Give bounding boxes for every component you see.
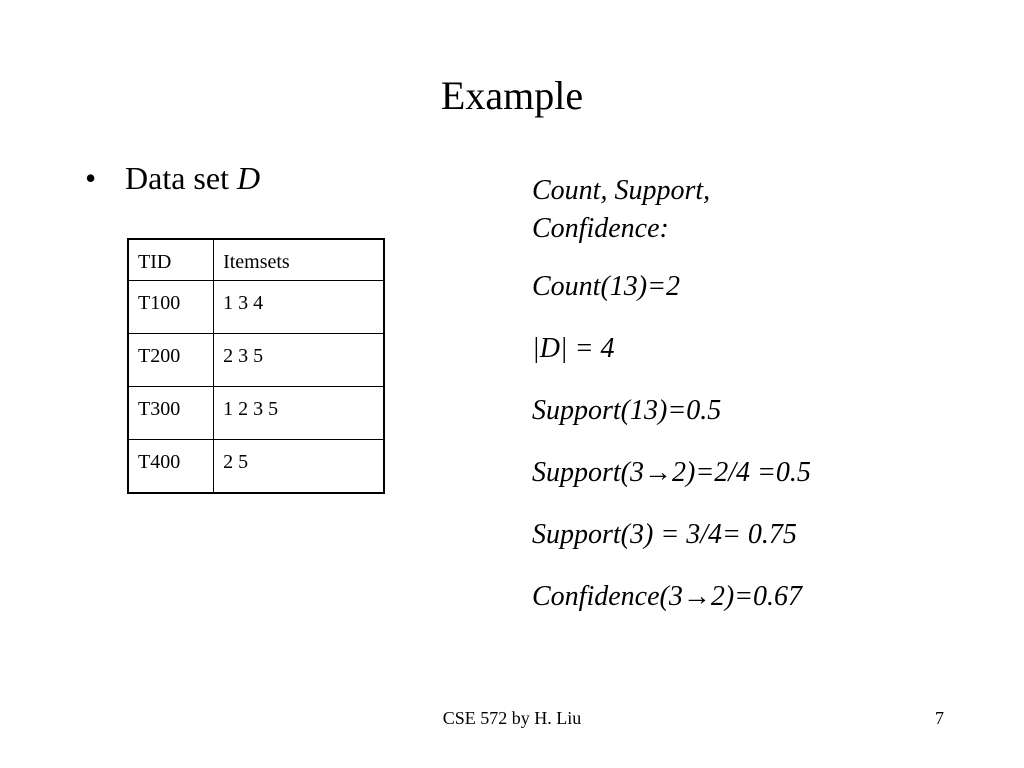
bullet-marker: •	[85, 160, 97, 196]
cell-itemsets: 2 5	[213, 439, 385, 494]
transactions-table: TID Itemsets T100 1 3 4 T200 2 3 5 T300 …	[127, 238, 385, 494]
table-header-row: TID Itemsets	[127, 238, 385, 281]
cell-itemsets: 1 2 3 5	[213, 386, 385, 440]
metrics-notes: Count, Support, Confidence: Count(13)=2 …	[532, 172, 972, 614]
page-number: 7	[935, 708, 944, 728]
note-support-13: Support(13)=0.5	[532, 395, 722, 426]
slide-title: Example	[440, 73, 584, 118]
bullet-text: Data set	[125, 160, 237, 196]
cell-tid: T100	[127, 280, 215, 334]
cell-tid: T300	[127, 386, 215, 440]
header-itemsets: Itemsets	[213, 238, 385, 281]
cell-tid: T400	[127, 439, 215, 494]
note-dataset-size: |D| = 4	[532, 333, 615, 364]
cell-itemsets: 2 3 5	[213, 333, 385, 387]
slide-footer: CSE 572 by H. Liu	[442, 708, 582, 728]
note-count: Count(13)=2	[532, 271, 680, 302]
note-support-3: Support(3) = 3/4= 0.75	[532, 519, 797, 550]
note-support-rule: Support(3→2)=2/4 =0.5	[532, 457, 811, 488]
note-confidence: Confidence(3→2)=0.67	[532, 581, 803, 612]
table-row: T400 2 5	[127, 439, 385, 494]
bullet-emphasis: D	[236, 160, 261, 196]
bullet-data-set: • Data set D	[85, 158, 260, 198]
table-row: T100 1 3 4	[127, 280, 385, 334]
notes-heading: Count, Support, Confidence:	[532, 175, 711, 244]
table-row: T300 1 2 3 5	[127, 386, 385, 440]
cell-tid: T200	[127, 333, 215, 387]
header-tid: TID	[127, 238, 215, 281]
cell-itemsets: 1 3 4	[213, 280, 385, 334]
table-row: T200 2 3 5	[127, 333, 385, 387]
